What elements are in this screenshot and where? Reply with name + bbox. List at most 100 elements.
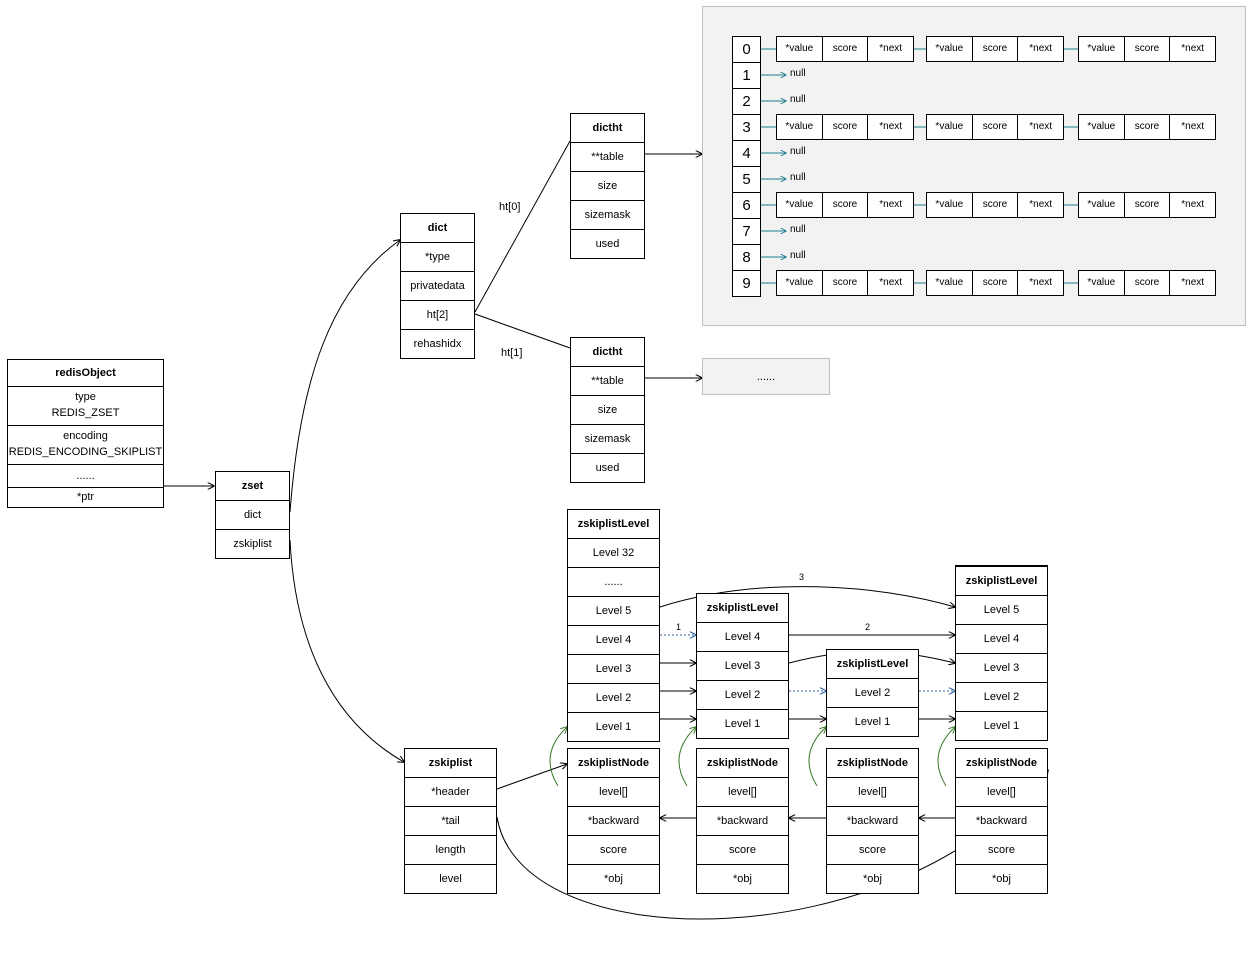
dict-entry-field: score	[821, 37, 868, 61]
level-array-arrow	[678, 727, 696, 787]
dict-entry-field: *value	[785, 43, 814, 54]
bucket-index: 0	[742, 41, 751, 58]
bucket-index: 7	[733, 218, 760, 244]
skiplist-node-box: zskiplistNode level[] *backward score *o…	[826, 748, 919, 894]
zskiplist-field: *header	[405, 777, 496, 806]
dict-entry-field: *next	[1169, 193, 1215, 217]
null-label: null	[790, 250, 806, 261]
dict-entry-field: *next	[1017, 115, 1063, 139]
dict-entry-field: *value	[1087, 199, 1116, 210]
level-cell: Level 2	[956, 682, 1047, 711]
span-label: 2	[865, 622, 871, 632]
dict-entry-field: score	[971, 115, 1018, 139]
type-label: type	[75, 391, 96, 403]
dict-entry-field: score	[1123, 37, 1170, 61]
level-cell: Level 3	[568, 654, 659, 683]
node-field: level[]	[697, 777, 788, 806]
level-box-title: zskiplistLevel	[965, 575, 1038, 587]
dictht-1-box: dictht **table size sizemask used	[570, 337, 645, 483]
null-label: null	[790, 146, 806, 157]
ht1-edge-label: ht[1]	[501, 347, 523, 359]
node-field: *backward	[568, 806, 659, 835]
node-field: *backward	[827, 806, 918, 835]
node-title: zskiplistNode	[578, 757, 649, 769]
dict-entry-field: *value	[785, 199, 814, 210]
level-cell: Level 5	[956, 595, 1047, 624]
dict-entry-field: *next	[867, 115, 913, 139]
node-field: level[]	[827, 777, 918, 806]
zset-field: dict	[216, 500, 289, 529]
node-title: zskiplistNode	[837, 757, 908, 769]
encoding-label: encoding	[63, 430, 108, 442]
dict-entry: *value score*next	[776, 192, 914, 218]
level-cell: Level 2	[697, 680, 788, 709]
bucket-index: 3	[733, 114, 760, 140]
bucket-index: 5	[733, 166, 760, 192]
dictht-field: size	[571, 395, 644, 424]
node-title: zskiplistNode	[966, 757, 1037, 769]
dict-entry-field: score	[821, 193, 868, 217]
zset-title: zset	[241, 480, 264, 492]
dict-entry-field: *next	[867, 193, 913, 217]
dict-entry-field: *next	[1169, 115, 1215, 139]
null-label: null	[790, 172, 806, 183]
dict-entry-field: *next	[1017, 271, 1063, 295]
zskiplist-field: level	[405, 864, 496, 893]
dict-entry-field: score	[1123, 193, 1170, 217]
zskiplist-field: length	[405, 835, 496, 864]
dict-entry-field: score	[1123, 115, 1170, 139]
zset-zskiplist-arrow	[289, 539, 404, 762]
level-cell: ......	[568, 567, 659, 596]
node-field: score	[827, 835, 918, 864]
node-field: *obj	[568, 864, 659, 893]
dict-entry-field: *value	[935, 277, 964, 288]
dictht-field: used	[571, 229, 644, 258]
node-b-level-box: zskiplistLevel Level 4 Level 3 Level 2 L…	[696, 593, 789, 739]
zskiplist-field: *tail	[405, 806, 496, 835]
dict-entry-field: *value	[785, 277, 814, 288]
level-cell: Level 4	[956, 624, 1047, 653]
level-cell: Level 1	[956, 711, 1047, 740]
dict-entry: *value score*next	[926, 270, 1064, 296]
dict-entry-field: score	[971, 271, 1018, 295]
level-cell: Level 4	[568, 625, 659, 654]
dict-entry-field: *next	[1017, 193, 1063, 217]
node-field: *obj	[956, 864, 1047, 893]
bucket-index: 4	[733, 140, 760, 166]
dict-entry-field: *next	[1169, 271, 1215, 295]
node-field: *obj	[827, 864, 918, 893]
redis-object-box: redisObject type REDIS_ZSET encoding RED…	[7, 359, 164, 508]
null-label: null	[790, 94, 806, 105]
level-cell: Level 5	[568, 596, 659, 625]
skiplist-node-box: zskiplistNode level[] *backward score *o…	[696, 748, 789, 894]
span-label: 1	[676, 622, 682, 632]
node-field: score	[956, 835, 1047, 864]
dictht-title: dictht	[592, 122, 623, 134]
dictht-field: sizemask	[571, 424, 644, 453]
node-c-level-box: zskiplistLevel Level 2 Level 1	[826, 649, 919, 737]
dictht-field: **table	[571, 366, 644, 395]
dictht-title: dictht	[592, 346, 623, 358]
null-label: null	[790, 224, 806, 235]
node-field: *backward	[697, 806, 788, 835]
level-cell: Level 2	[827, 678, 918, 707]
ellipsis-field: ......	[8, 464, 163, 487]
type-field: type REDIS_ZSET	[8, 386, 163, 425]
dict-field: *type	[401, 242, 474, 271]
level-cell: Level 1	[827, 707, 918, 736]
dict-entry-field: score	[821, 271, 868, 295]
dict-entry-field: *value	[935, 43, 964, 54]
node-title: zskiplistNode	[707, 757, 778, 769]
level-box-title: zskiplistLevel	[836, 658, 909, 670]
encoding-value: REDIS_ENCODING_SKIPLIST	[8, 446, 163, 458]
dict-entry-field: *value	[785, 121, 814, 132]
bucket-index: 2	[733, 88, 760, 114]
level-cell: Level 1	[568, 712, 659, 741]
level-cell: Level 2	[568, 683, 659, 712]
header-level-box: zskiplistLevel Level 32 ...... Level 5 L…	[567, 509, 660, 742]
